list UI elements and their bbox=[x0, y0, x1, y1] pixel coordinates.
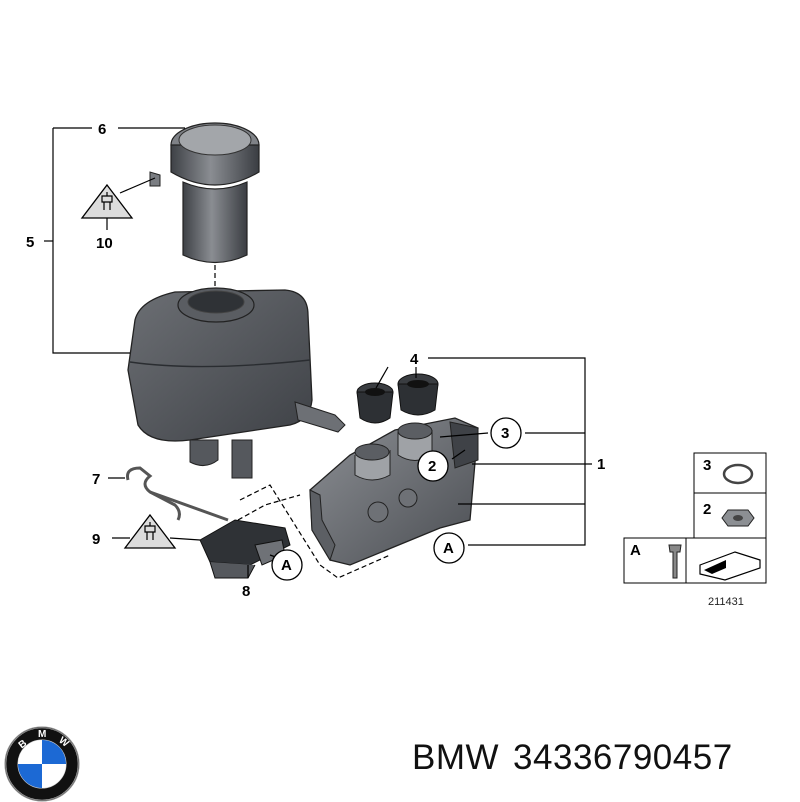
callout-3: 3 bbox=[501, 425, 509, 442]
callout-6: 6 bbox=[98, 121, 106, 138]
callout-1: 1 bbox=[597, 456, 605, 473]
brand-part-number: BMW 34336790457 bbox=[412, 738, 747, 778]
legend-box: 3 2 A 211431 bbox=[623, 452, 767, 608]
brake-fluid-reservoir bbox=[127, 287, 346, 479]
callout-9: 9 bbox=[92, 531, 100, 548]
callout-4: 4 bbox=[410, 351, 419, 368]
legend-label-2: 2 bbox=[703, 501, 711, 518]
reservoir-cap-filter bbox=[149, 122, 260, 300]
svg-text:M: M bbox=[38, 729, 46, 740]
callout-a: A bbox=[443, 540, 454, 557]
leader-lines bbox=[44, 127, 592, 579]
o-ring-icon bbox=[722, 463, 754, 485]
callout-7: 7 bbox=[92, 471, 100, 488]
retaining-clip bbox=[126, 466, 181, 521]
arrow-plate-icon bbox=[699, 551, 761, 581]
callout-circle-a bbox=[433, 532, 465, 564]
warning-triangle-icon bbox=[80, 183, 134, 219]
callout-5: 5 bbox=[26, 234, 34, 251]
callout-circle-2 bbox=[417, 450, 449, 482]
callout-8: 8 bbox=[242, 583, 250, 600]
brand-name: BMW bbox=[412, 738, 500, 777]
callout-a-sensor: A bbox=[281, 557, 292, 574]
callout-2: 2 bbox=[428, 458, 436, 475]
sealing-grommets bbox=[356, 373, 439, 424]
warning-triangle-icon bbox=[123, 513, 177, 549]
bmw-roundel-logo: B M W bbox=[4, 726, 80, 802]
part-number: 34336790457 bbox=[513, 738, 733, 777]
fluid-level-sensor bbox=[199, 519, 291, 579]
legend-label-a: A bbox=[630, 542, 641, 559]
legend-label-3: 3 bbox=[703, 457, 711, 474]
diagram-code: 211431 bbox=[708, 596, 744, 608]
callout-circle-a-sensor bbox=[271, 549, 303, 581]
clip-pin bbox=[149, 490, 229, 522]
callout-circle-3 bbox=[490, 417, 522, 449]
bolt-icon bbox=[668, 544, 682, 579]
callout-10: 10 bbox=[96, 235, 113, 252]
